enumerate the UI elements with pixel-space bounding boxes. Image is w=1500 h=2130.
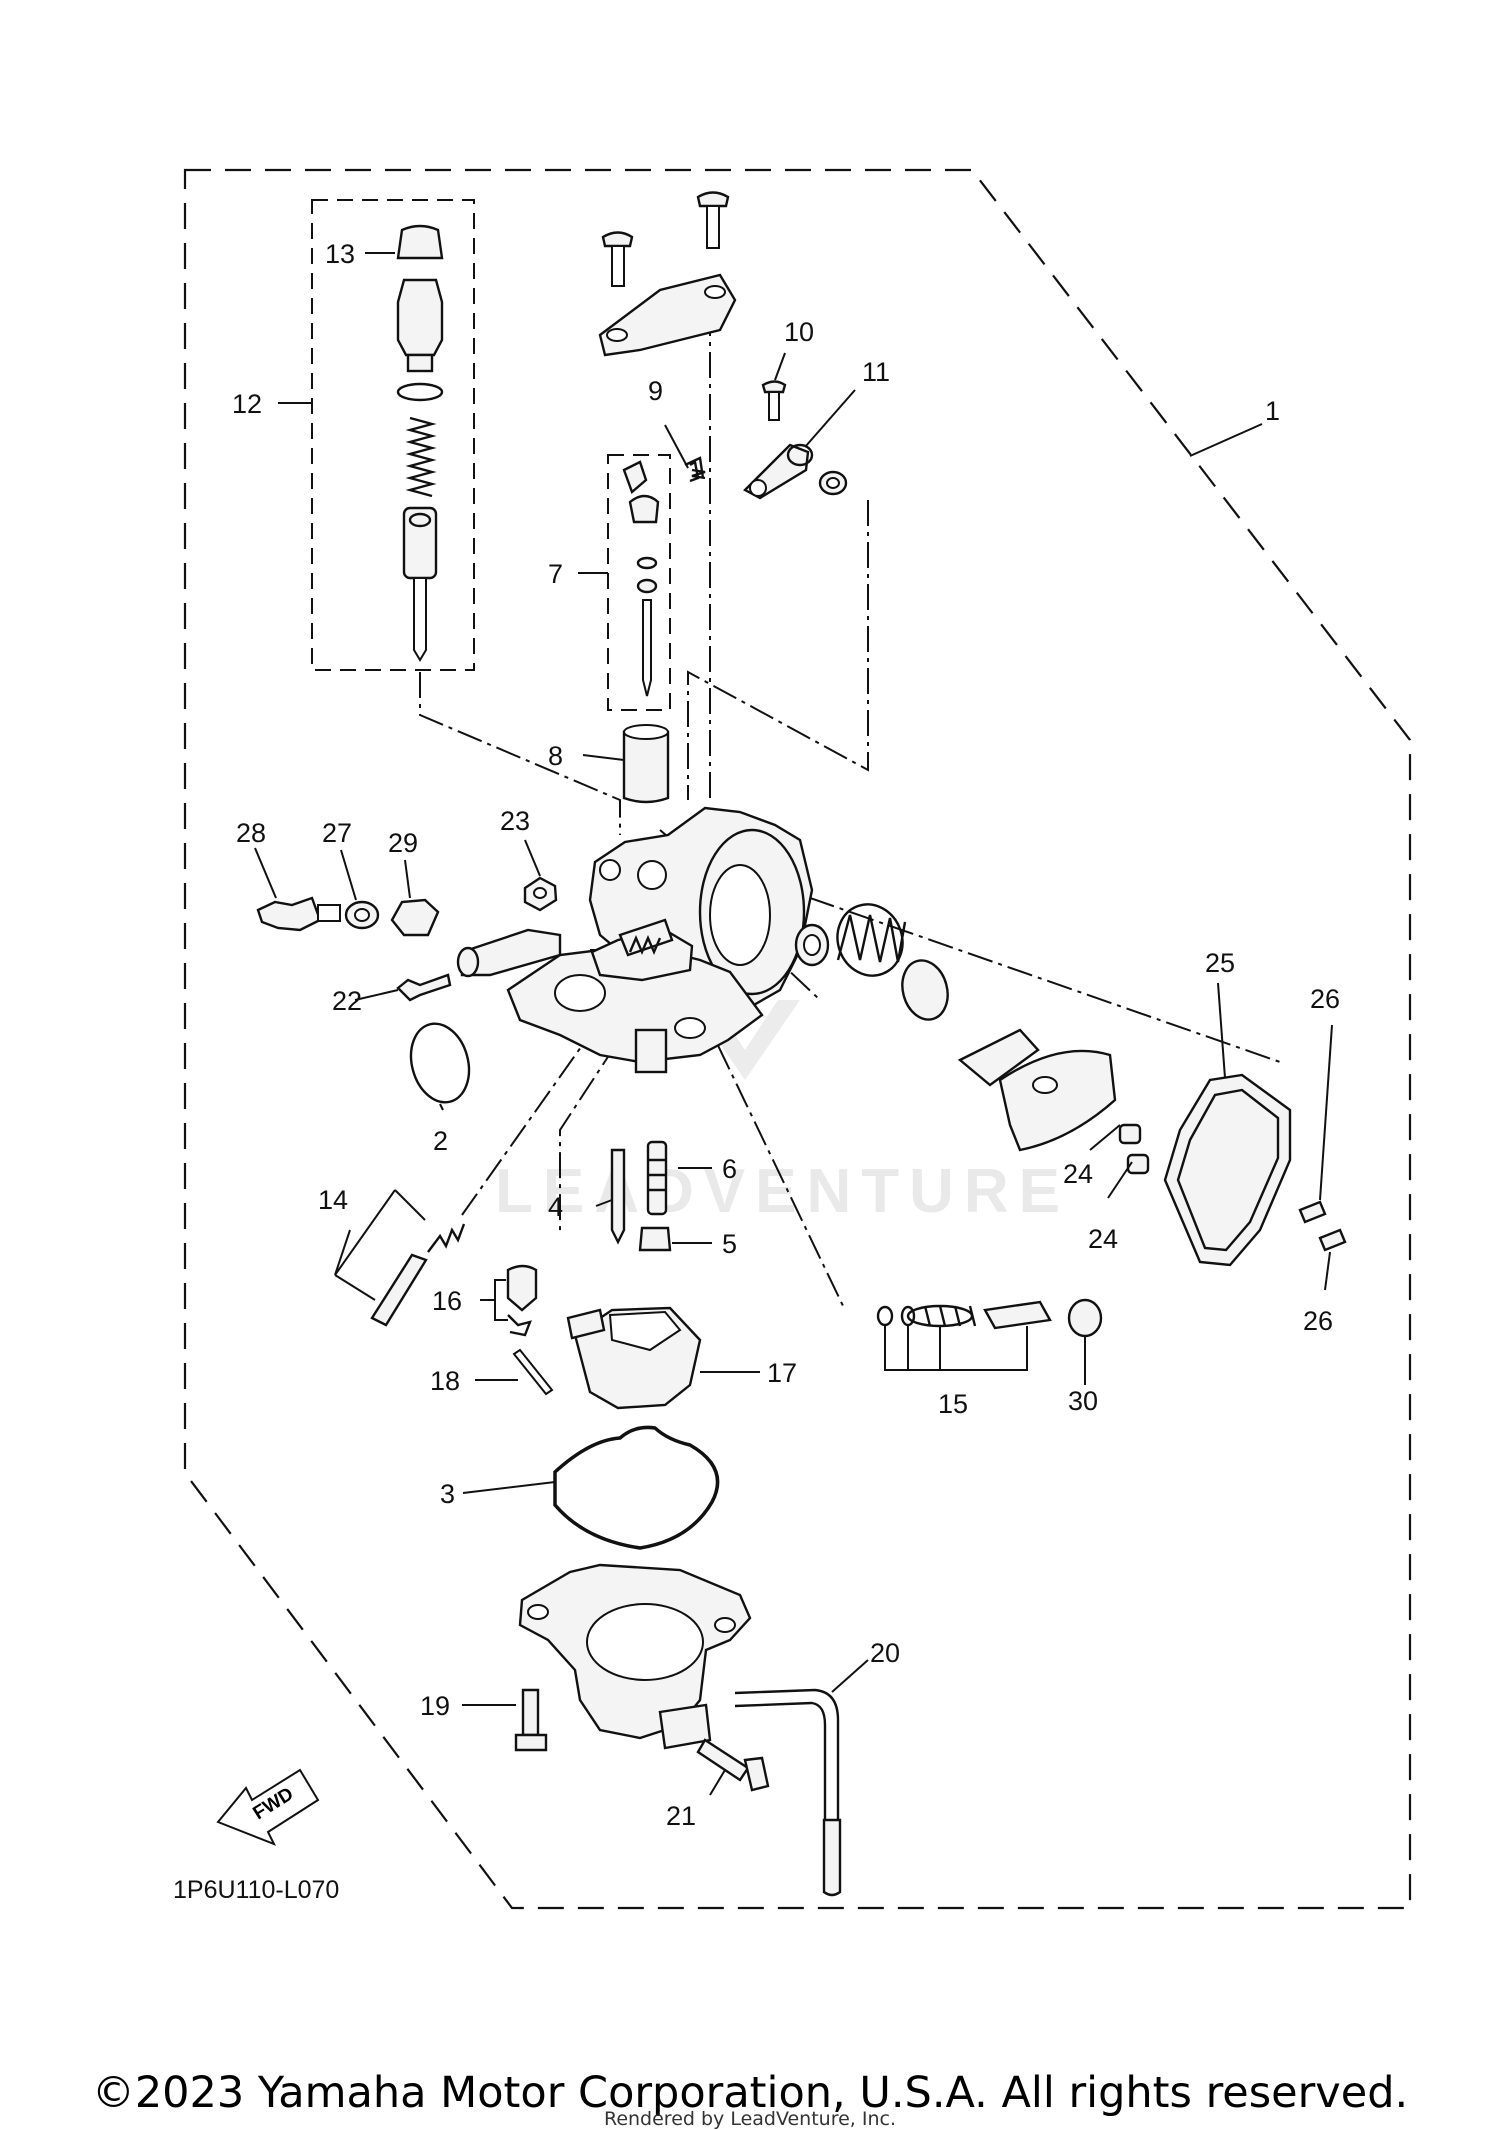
callout-30: 30 <box>1068 1386 1098 1416</box>
float <box>566 1306 702 1410</box>
leader-lines <box>254 252 1333 1796</box>
callout-18: 18 <box>430 1366 460 1396</box>
fwd-arrow: FWD <box>216 1768 320 1846</box>
callout-21: 21 <box>666 1801 696 1831</box>
assembly-boundary <box>183 168 1412 1910</box>
callout-4: 4 <box>548 1192 563 1222</box>
callout-26b: 26 <box>1303 1306 1333 1336</box>
subassembly-7-parts <box>622 460 700 697</box>
callout-19: 19 <box>420 1691 450 1721</box>
callout-16: 16 <box>432 1286 462 1316</box>
subassembly-12-parts <box>396 224 444 662</box>
callout-15: 15 <box>938 1389 968 1419</box>
choke-cover-parts <box>794 903 1347 1267</box>
drawing-code: 1P6U110-L070 <box>173 1876 339 1904</box>
subassembly-12-box <box>311 199 475 671</box>
callout-3: 3 <box>440 1479 455 1509</box>
callout-22: 22 <box>332 986 362 1016</box>
callout-14: 14 <box>318 1185 348 1215</box>
carburetor-side-parts <box>256 876 674 1104</box>
callout-13: 13 <box>325 239 355 269</box>
callout-28: 28 <box>236 818 266 848</box>
callout-6: 6 <box>722 1154 737 1184</box>
callout-17: 17 <box>767 1358 797 1388</box>
copyright-notice: ©2023 Yamaha Motor Corporation, U.S.A. A… <box>91 2068 1409 2118</box>
callout-24b: 24 <box>1088 1224 1118 1254</box>
callout-23: 23 <box>500 806 530 836</box>
callout-25: 25 <box>1205 948 1235 978</box>
callout-7: 7 <box>548 559 563 589</box>
callout-12: 12 <box>232 389 262 419</box>
float-bowl <box>514 1563 842 1897</box>
callout-labels: 1 2 3 4 5 6 7 8 9 10 11 12 13 14 15 16 1… <box>232 239 1340 1831</box>
callout-26a: 26 <box>1310 984 1340 1014</box>
float-bowl-gasket <box>553 1425 720 1550</box>
starter-plunger-parts <box>876 1298 1103 1338</box>
callout-20: 20 <box>870 1638 900 1668</box>
watermark-text: LEADVENTURE <box>495 1157 1070 1226</box>
rendered-by-credit: Rendered by LeadVenture, Inc. <box>603 2108 897 2130</box>
callout-8: 8 <box>548 741 563 771</box>
callout-9: 9 <box>648 376 663 406</box>
callout-24a: 24 <box>1063 1159 1093 1189</box>
callout-29: 29 <box>388 828 418 858</box>
subassembly-7-box <box>607 454 671 711</box>
callout-11: 11 <box>862 357 890 387</box>
throttle-lever-parts <box>684 380 848 500</box>
callout-1: 1 <box>1265 396 1280 426</box>
top-cover-plate <box>598 191 737 357</box>
callout-5: 5 <box>722 1229 737 1259</box>
jet-parts <box>370 1140 672 1396</box>
callout-2: 2 <box>433 1126 448 1156</box>
callout-27: 27 <box>322 818 352 848</box>
callout-10: 10 <box>784 317 814 347</box>
